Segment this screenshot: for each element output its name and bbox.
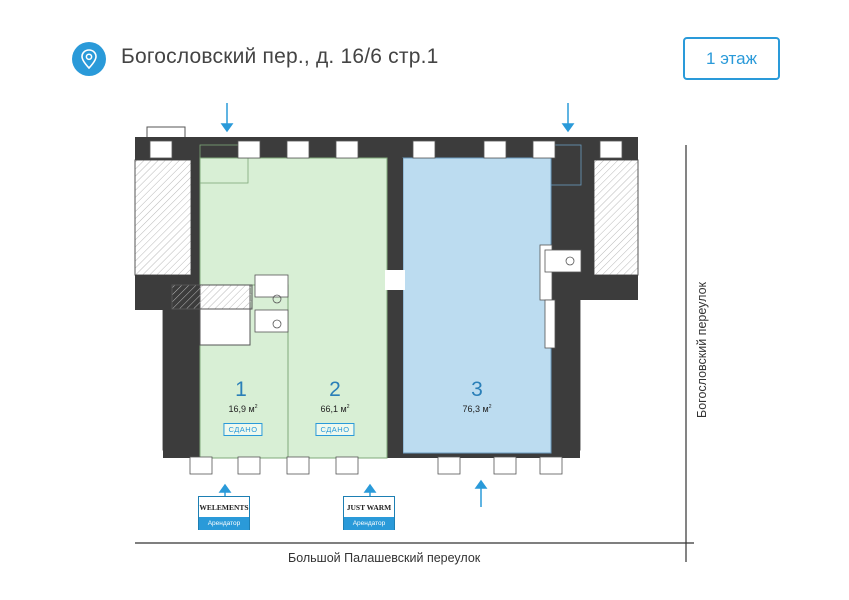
neighbor-wall-left-top — [134, 159, 192, 276]
room-1-area-label: 16,9 м2 — [228, 404, 258, 414]
floor-selector-button[interactable]: 1 этаж — [683, 37, 780, 80]
tenant-brand: JUST WARM — [346, 502, 392, 512]
room-3-number: 3 — [471, 378, 483, 401]
tenant-card-just-warm[interactable]: JUST WARM Арендатор — [343, 496, 395, 530]
room-1-status-badge: СДАНО — [223, 423, 263, 436]
tenant-role: Арендатор — [199, 517, 249, 530]
tenant-role: Арендатор — [344, 517, 394, 530]
street-label-bottom: Большой Палашевский переулок — [288, 551, 481, 565]
room-1-number: 1 — [235, 378, 247, 401]
room-3-area — [402, 157, 552, 454]
street-label-right: Богословский переулок — [695, 282, 709, 418]
room-3-area-label: 76,3 м2 — [462, 404, 492, 414]
room-2-area-label: 66,1 м2 — [320, 404, 350, 414]
tenant-brand: WELEMENTS — [199, 502, 249, 512]
room-2-status-badge: СДАНО — [315, 423, 355, 436]
address-title: Богословский пер., д. 16/6 стр.1 — [121, 45, 439, 68]
location-pin-icon — [72, 42, 106, 76]
room-2-number: 2 — [329, 378, 341, 401]
neighbor-wall-right-top — [593, 159, 639, 276]
tenant-card-welements[interactable]: WELEMENTS Арендатор — [198, 496, 250, 530]
